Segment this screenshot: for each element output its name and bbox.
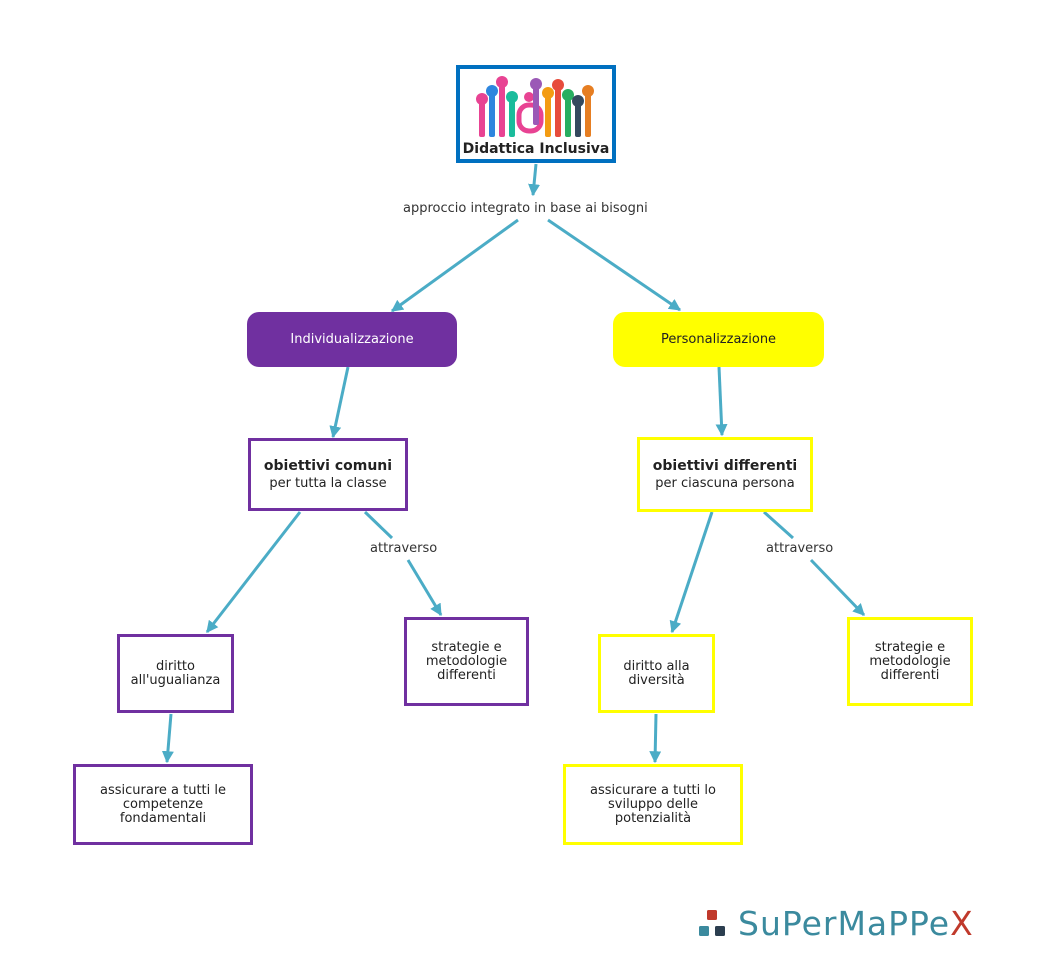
right-goal-subtitle: per ciascuna persona (655, 475, 795, 491)
left-outcome-line-2: competenze (122, 796, 204, 812)
logo-wordmark-main: SuPerMaPPe (738, 903, 951, 943)
personalizzazione-node[interactable]: Personalizzazione (613, 312, 824, 367)
edge-individualizzazione-to-goal (329, 366, 350, 439)
personalizzazione-label: Personalizzazione (660, 332, 777, 347)
right-methods-line-2: metodologie (869, 653, 951, 669)
edge-left-right-to-outcome (161, 713, 174, 764)
left-outcome-node[interactable]: assicurare a tutti le competenze fondame… (73, 764, 253, 845)
individualizzazione-node[interactable]: Individualizzazione (247, 312, 457, 367)
edge-right-goal-to-link (762, 510, 795, 540)
edge-link-to-personalizzazione (547, 218, 681, 312)
supermappex-logo[interactable]: SuPerMaPPeX (698, 903, 974, 943)
edge-right-goal-to-right (669, 511, 714, 634)
edge-left-goal-to-link (363, 510, 394, 540)
left-methods-line-3: differenti (437, 667, 496, 683)
left-methods-line-2: metodologie (425, 653, 508, 669)
right-outcome-line-3: potenzialità (614, 810, 692, 826)
right-outcome-node[interactable]: assicurare a tutti lo sviluppo delle pot… (563, 764, 743, 845)
left-right-line-2: all'ugualianza (130, 672, 221, 688)
right-goal-title: obiettivi differenti (652, 457, 798, 474)
left-goal-title: obiettivi comuni (263, 457, 393, 474)
right-goal-node[interactable]: obiettivi differenti per ciascuna person… (637, 437, 813, 512)
root-link-label: approccio integrato in base ai bisogni (403, 201, 648, 216)
left-methods-node[interactable]: strategie e metodologie differenti (404, 617, 529, 706)
left-methods-line-1: strategie e (431, 639, 502, 655)
root-title: Didattica Inclusiva (462, 141, 610, 157)
edge-link-to-individualizzazione (391, 218, 519, 313)
right-right-line-2: diversità (628, 672, 685, 688)
left-goal-node[interactable]: obiettivi comuni per tutta la classe (248, 438, 408, 511)
left-outcome-line-3: fondamentali (119, 810, 207, 826)
left-right-line-1: diritto (156, 658, 195, 674)
edge-root-to-link (528, 163, 541, 197)
edge-right-right-to-outcome (649, 713, 662, 764)
edge-right-link-to-methods (809, 558, 866, 617)
right-methods-line-1: strategie e (874, 639, 946, 655)
left-link-label: attraverso (370, 541, 438, 556)
right-outcome-line-1: assicurare a tutti lo (590, 782, 716, 798)
logo-wordmark-x: X (950, 903, 974, 943)
logo-wordmark: SuPerMaPPeX (738, 904, 974, 943)
left-goal-subtitle: per tutta la classe (269, 475, 387, 491)
logo-blocks-icon (699, 910, 725, 936)
edge-personalizzazione-to-goal (715, 366, 728, 437)
edge-left-goal-to-right (205, 511, 302, 633)
root-node[interactable]: Didattica Inclusiva (456, 65, 616, 163)
right-outcome-line-2: sviluppo delle (608, 796, 698, 812)
right-methods-line-3: differenti (880, 667, 940, 683)
individualizzazione-label: Individualizzazione (290, 332, 414, 347)
left-outcome-line-1: assicurare a tutti le (100, 782, 226, 798)
right-link-label: attraverso (766, 541, 834, 556)
right-right-line-1: diritto alla (623, 658, 690, 674)
edge-left-link-to-methods (406, 559, 443, 617)
right-methods-node[interactable]: strategie e metodologie differenti (847, 617, 973, 706)
raised-hands-illustration (476, 76, 594, 137)
right-right-node[interactable]: diritto alla diversità (598, 634, 715, 713)
left-right-node[interactable]: diritto all'ugualianza (117, 634, 234, 713)
